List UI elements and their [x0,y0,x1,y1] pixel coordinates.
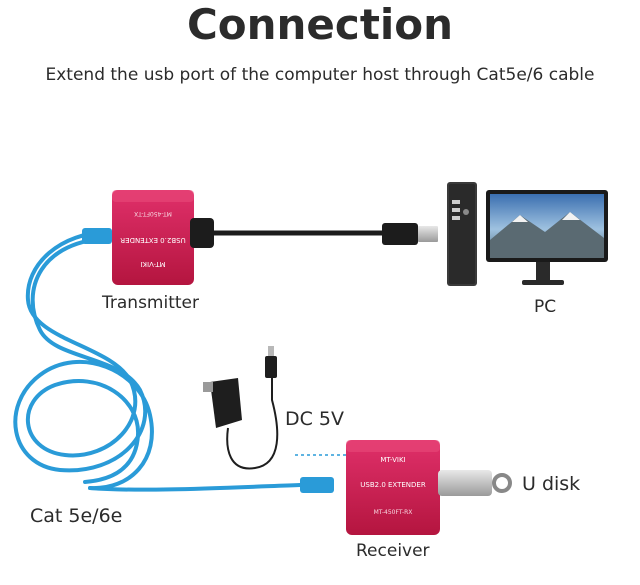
transmitter-product: USB2.0 EXTENDER [120,236,186,244]
receiver-product: USB2.0 EXTENDER [360,481,426,489]
power-adapter [203,346,279,470]
transmitter-model: MT-450FT-TX [134,210,172,217]
rj45-plug-receiver [300,477,334,493]
label-pc: PC [534,297,557,317]
cat-cable [13,230,302,492]
usb-cable [214,223,438,245]
rj45-plug-transmitter [82,228,112,244]
pc-monitor [486,190,608,285]
label-transmitter: Transmitter [102,293,199,313]
label-cat-cable: Cat 5e/6e [30,505,123,527]
label-dc-5v: DC 5V [285,408,345,430]
page-title: Connection [186,0,454,49]
transmitter-brand: MT-VIKI [140,260,165,268]
receiver-brand: MT-VIKI [380,456,405,464]
label-udisk: U disk [522,473,581,495]
receiver-model: MT-450FT-RX [374,509,413,516]
udisk [438,470,512,496]
page-subtitle: Extend the usb port of the computer host… [45,65,595,85]
label-receiver: Receiver [356,541,430,561]
transmitter-device: MT-450FT-TX USB2.0 EXTENDER MT-VIKI [112,190,214,285]
receiver-device: MT-VIKI USB2.0 EXTENDER MT-450FT-RX [346,440,440,535]
pc-tower [447,182,477,286]
